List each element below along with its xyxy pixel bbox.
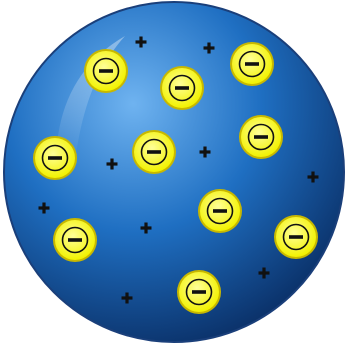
minus-sign — [254, 135, 268, 139]
minus-sign — [99, 69, 113, 73]
minus-sign — [213, 209, 227, 213]
electron — [160, 66, 204, 110]
minus-sign — [147, 150, 161, 154]
electron — [33, 136, 77, 180]
electron — [274, 215, 318, 259]
electron — [230, 42, 274, 86]
minus-sign — [175, 86, 189, 90]
electron — [239, 115, 283, 159]
minus-sign — [289, 235, 303, 239]
minus-sign — [192, 290, 206, 294]
minus-sign — [48, 156, 62, 160]
electron — [84, 49, 128, 93]
electron — [132, 130, 176, 174]
electron — [177, 270, 221, 314]
electron — [53, 218, 97, 262]
minus-sign — [68, 238, 82, 242]
electron — [198, 189, 242, 233]
minus-sign — [245, 62, 259, 66]
